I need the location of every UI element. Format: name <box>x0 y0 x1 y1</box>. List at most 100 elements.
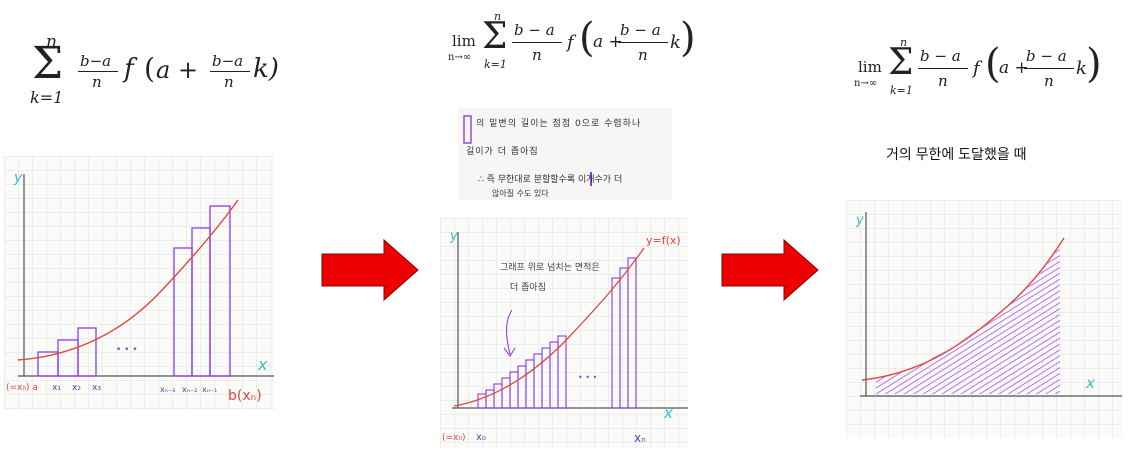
open-paren: ( <box>579 15 595 61</box>
bar <box>557 335 567 409</box>
bar <box>77 327 97 377</box>
note-line-4: 않아질 수도 있다 <box>492 189 549 198</box>
x-axis-label: x <box>1085 374 1095 392</box>
annotation-line-2: 더 좁아짐 <box>510 282 546 293</box>
x-axis-label: x <box>663 404 673 422</box>
lim-sub: n→∞ <box>854 78 878 89</box>
graph1-svg: y x • • • (=x₀) a x₁ x₂ x₃ xₙ₋₃ xₙ₋₂ xₙ₋… <box>6 170 274 404</box>
note-bar-icon <box>463 115 592 186</box>
note-line-3: ∴ 즉 무한대로 분할할수록 이개수가 더 <box>478 175 623 185</box>
annotation-arrow <box>505 309 513 355</box>
sum-symbol: Σ <box>888 42 914 83</box>
frac-den: n <box>92 73 102 91</box>
note-line-1: 의 밑변의 길이는 점점 0으로 수렴하나 <box>476 119 642 129</box>
arg-a: a + <box>593 32 623 52</box>
sum-upper: n <box>900 36 908 49</box>
lim: lim <box>452 32 476 50</box>
arg-k: k) <box>253 54 279 84</box>
close-paren: ) <box>680 15 696 61</box>
sum-symbol: Σ <box>482 16 508 57</box>
tick-b-xn: b(xₙ) <box>228 388 262 404</box>
arg-k: k <box>1076 58 1087 79</box>
formula-riemann-sum: n Σ k=1 b−a n f ( a + b−a n k) <box>28 32 308 112</box>
close-paren: ) <box>1086 41 1102 87</box>
bar <box>477 393 487 409</box>
tick-x1: x₁ <box>52 383 61 393</box>
tick-xn: xₙ <box>634 431 646 445</box>
arg-frac-bar <box>618 42 668 43</box>
lim-sub: n→∞ <box>448 52 472 63</box>
arg-frac-num: b − a <box>1026 47 1067 65</box>
arg-frac-num: b−a <box>212 52 244 70</box>
frac-num: b − a <box>514 21 555 39</box>
tick-x0-paren: (=x₀) <box>442 433 466 443</box>
sum-lower: k=1 <box>484 58 507 71</box>
bar <box>627 257 637 409</box>
y-axis-label: y <box>449 229 458 244</box>
arg-frac-bar <box>1024 68 1074 69</box>
graph-riemann-left: y x • • • (=x₀) a x₁ x₂ x₃ xₙ₋₃ xₙ₋₂ xₙ₋… <box>4 156 274 410</box>
arg-frac-den: n <box>638 46 648 64</box>
tick-x0: x₀ <box>476 432 486 443</box>
ellipsis-dots: • • • <box>116 345 138 355</box>
bar <box>619 267 629 409</box>
function-f: f <box>124 54 134 84</box>
function-f: f <box>567 32 574 53</box>
tick-x0-a: (=x₀) a <box>6 383 38 393</box>
sum-lower: k=1 <box>890 84 913 97</box>
graph3-svg: y x <box>855 212 1122 397</box>
annotation-arrowhead <box>503 347 516 357</box>
caption-near-infinity: 거의 무한에 도달했을 때 <box>886 146 1027 162</box>
frac-num: b − a <box>920 47 961 65</box>
formula-limit-middle: lim n→∞ n Σ k=1 b − a n f ( a + b − a n … <box>448 8 696 84</box>
arg-a: a + <box>999 58 1029 78</box>
ellipsis-dots: • • • <box>578 373 597 382</box>
shaded-area <box>876 244 1060 394</box>
bar <box>57 339 79 377</box>
annotation-line-1: 그래프 위로 넘치는 면적은 <box>500 261 600 273</box>
sum-symbol: Σ <box>32 38 64 89</box>
curve <box>453 247 645 407</box>
right-arrow-icon <box>721 238 819 302</box>
open-paren: ( <box>144 52 155 85</box>
curve-label: y=f(x) <box>646 234 681 247</box>
frac-bar <box>512 42 562 43</box>
frac-den: n <box>938 72 948 90</box>
graph2-svg: y x y=f(x) 그래프 위로 넘치는 면적은 더 좁아짐 • • • (=… <box>442 229 688 445</box>
frac-num: b−a <box>80 52 112 70</box>
arg-a: a + <box>156 56 199 84</box>
right-arrow-icon <box>321 238 419 302</box>
handwritten-note: 의 밑변의 길이는 점점 0으로 수렴하나 길이가 더 좁아짐 ∴ 즉 무한대로… <box>458 108 672 200</box>
bars <box>477 257 637 409</box>
bar <box>611 277 621 409</box>
arg-frac-bar <box>210 71 250 72</box>
tick-xn-1: xₙ₋₁ <box>202 385 217 394</box>
curve <box>17 199 239 361</box>
graph-riemann-middle: y x y=f(x) 그래프 위로 넘치는 면적은 더 좁아짐 • • • (=… <box>440 218 688 448</box>
tick-xn-3: xₙ₋₃ <box>160 385 175 394</box>
bar <box>485 389 495 409</box>
note-line-2: 길이가 더 좁아짐 <box>466 147 539 157</box>
frac-bar <box>918 68 968 69</box>
arg-k: k <box>670 32 681 53</box>
lim: lim <box>858 58 882 76</box>
tick-xn-2: xₙ₋₂ <box>182 385 197 394</box>
open-paren: ( <box>985 41 1001 87</box>
graph-area-right: y x <box>846 200 1122 438</box>
arg-frac-den: n <box>224 73 234 91</box>
sum-upper: n <box>494 10 502 23</box>
arg-frac-num: b − a <box>620 21 661 39</box>
bar <box>509 371 519 409</box>
bar <box>533 353 543 409</box>
bar <box>517 365 527 409</box>
bar <box>501 377 511 409</box>
sum-upper: n <box>46 32 57 52</box>
x-axis-label: x <box>257 355 268 374</box>
frac-den: n <box>532 46 542 64</box>
y-axis-label: y <box>13 170 23 186</box>
bars <box>37 205 231 377</box>
bar <box>525 359 535 409</box>
arg-frac-den: n <box>1044 72 1054 90</box>
sum-lower: k=1 <box>30 88 64 107</box>
y-axis-label: y <box>855 213 864 228</box>
